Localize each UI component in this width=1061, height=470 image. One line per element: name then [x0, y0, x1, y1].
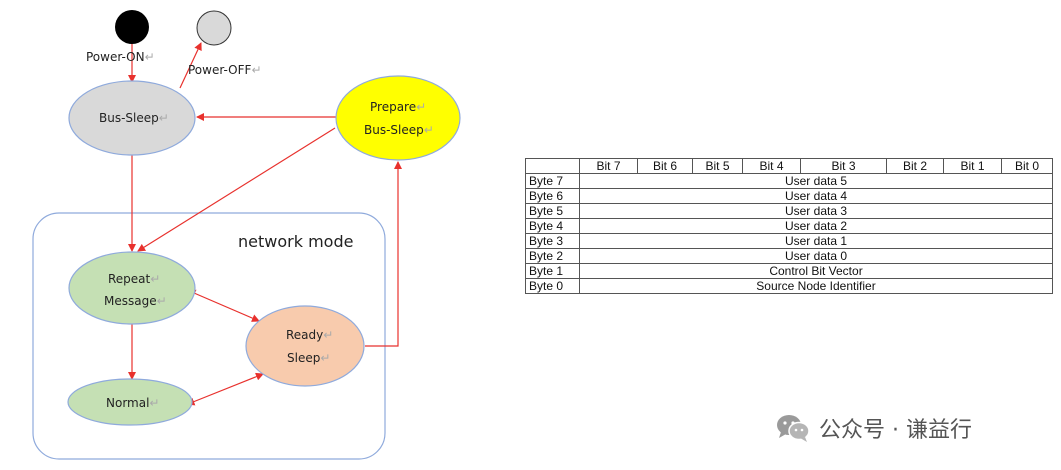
byte-content: User data 0 [579, 248, 1053, 264]
table-row: Byte 3 User data 1 [525, 233, 1053, 249]
byte-label: Byte 0 [525, 278, 580, 294]
byte-label: Byte 4 [525, 218, 580, 234]
svg-text:Ready↵: Ready↵ [286, 328, 333, 342]
table-header-cell: Bit 5 [692, 158, 743, 174]
power-on-label: Power-ON↵ [86, 50, 155, 64]
watermark: 公众号 · 谦益行 [775, 412, 972, 444]
edge-repeat-ready [187, 289, 260, 322]
svg-text:Sleep↵: Sleep↵ [287, 351, 330, 365]
table-header-row: Bit 7 Bit 6 Bit 5 Bit 4 Bit 3 Bit 2 Bit … [525, 158, 1053, 174]
table-row: Byte 0 Source Node Identifier [525, 278, 1053, 294]
table-header-cell: Bit 6 [637, 158, 693, 174]
state-prepare-bus-sleep: Prepare↵ Bus-Sleep↵ [335, 75, 461, 161]
wechat-icon [777, 415, 810, 442]
power-off-node [196, 10, 232, 46]
byte-content: Control Bit Vector [579, 263, 1053, 279]
table-header-cell: Bit 7 [579, 158, 638, 174]
svg-text:Prepare↵: Prepare↵ [370, 100, 426, 114]
byte-label: Byte 1 [525, 263, 580, 279]
state-normal: Normal↵ [67, 378, 193, 426]
edge-bus-sleep-to-power-off [179, 42, 202, 89]
byte-content: User data 4 [579, 188, 1053, 204]
edge-prepare-to-repeat [137, 127, 336, 252]
byte-label: Byte 3 [525, 233, 580, 249]
network-mode-box [32, 212, 386, 460]
byte-content: User data 3 [579, 203, 1053, 219]
table-header-cell: Bit 2 [886, 158, 944, 174]
table-header-cell: Bit 0 [1001, 158, 1053, 174]
table-header-cell: Bit 4 [742, 158, 801, 174]
table-header-cell: Bit 1 [943, 158, 1002, 174]
state-repeat-message: Repeat↵ Message↵ [68, 251, 196, 325]
svg-text:Repeat↵: Repeat↵ [108, 272, 160, 286]
byte-label: Byte 7 [525, 173, 580, 189]
watermark-text: 公众号 · 谦益行 [819, 418, 972, 443]
table-row: Byte 2 User data 0 [525, 248, 1053, 264]
table-header-cell [525, 158, 580, 174]
byte-content: User data 1 [579, 233, 1053, 249]
byte-content: Source Node Identifier [579, 278, 1053, 294]
state-bus-sleep: Bus-Sleep↵ [68, 80, 196, 156]
edge-normal-ready [186, 372, 264, 406]
network-mode-label: network mode [238, 232, 353, 251]
byte-label: Byte 6 [525, 188, 580, 204]
table-row: Byte 5 User data 3 [525, 203, 1053, 219]
svg-text:Normal↵: Normal↵ [106, 396, 159, 410]
byte-label: Byte 5 [525, 203, 580, 219]
byte-label: Byte 2 [525, 248, 580, 264]
byte-content: User data 5 [579, 173, 1053, 189]
table-row: Byte 4 User data 2 [525, 218, 1053, 234]
svg-text:Bus-Sleep↵: Bus-Sleep↵ [99, 111, 169, 125]
power-on-node [115, 10, 149, 44]
svg-text:Message↵: Message↵ [104, 294, 167, 308]
table-row: Byte 7 User data 5 [525, 173, 1053, 189]
edge-ready-to-prepare [365, 161, 402, 347]
edges [128, 42, 402, 406]
power-off-label: Power-OFF↵ [188, 63, 262, 77]
byte-content: User data 2 [579, 218, 1053, 234]
nm-pdu-byte-table: Bit 7 Bit 6 Bit 5 Bit 4 Bit 3 Bit 2 Bit … [525, 158, 1053, 294]
svg-text:Bus-Sleep↵: Bus-Sleep↵ [364, 123, 434, 137]
table-row: Byte 6 User data 4 [525, 188, 1053, 204]
nm-state-diagram: network mode Power-ON↵ Power-OFF↵ Bus-Sl… [32, 10, 461, 460]
state-ready-sleep: Ready↵ Sleep↵ [245, 305, 365, 387]
table-header-cell: Bit 3 [800, 158, 887, 174]
table-row: Byte 1 Control Bit Vector [525, 263, 1053, 279]
